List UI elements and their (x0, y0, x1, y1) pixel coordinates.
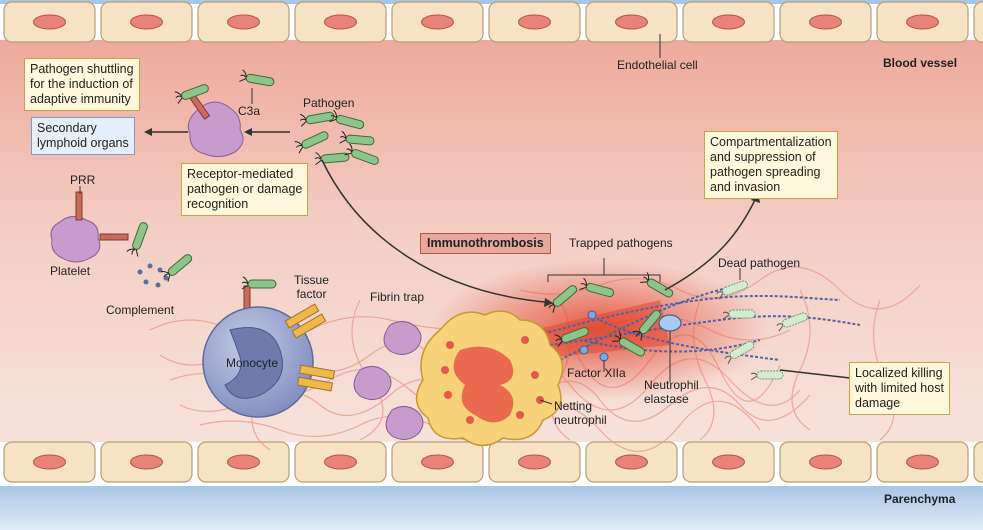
box-pathogen-shuttling: Pathogen shuttling for the induction of … (24, 58, 140, 111)
label-blood-vessel: Blood vessel (883, 56, 958, 70)
leader-lines (79, 34, 741, 405)
endothelial-nucleus (33, 454, 66, 470)
parenchyma-region (0, 486, 983, 530)
endothelial-nucleus (324, 454, 357, 470)
neutrophil-nucleus (453, 346, 514, 423)
endothelial-nucleus (421, 454, 454, 470)
endothelial-nucleus (130, 14, 163, 30)
endothelial-nucleus (421, 14, 454, 30)
label-endothelial-cell: Endothelial cell (617, 58, 698, 72)
label-platelet: Platelet (50, 264, 91, 278)
platelet-2 (353, 366, 392, 400)
flow-arrows (152, 131, 851, 379)
endothelial-nucleus (906, 454, 939, 470)
label-monocyte: Monocyte (226, 356, 279, 370)
endothelial-nucleus (518, 454, 551, 470)
endothelial-nucleus (518, 14, 551, 30)
endothelium-top (3, 1, 983, 43)
platelet-3 (385, 406, 424, 440)
endothelial-nucleus (906, 14, 939, 30)
endothelial-nucleus (324, 14, 357, 30)
monocyte-nucleus (224, 327, 283, 399)
box-receptor-recognition: Receptor-mediated pathogen or damage rec… (181, 163, 309, 216)
label-dead-pathogen: Dead pathogen (718, 256, 801, 270)
net-dna-strands (499, 284, 861, 361)
label-tissue-factor: Tissue factor (294, 273, 329, 301)
complement-dots (137, 263, 169, 288)
endothelial-nucleus (712, 454, 745, 470)
box-compartmentalization: Compartmentalization and suppression of … (704, 131, 838, 199)
label-trapped-pathogens: Trapped pathogens (569, 236, 673, 250)
endothelial-nucleus (712, 14, 745, 30)
neutrophil-elastase-mark (658, 314, 682, 332)
platelet-1 (383, 321, 422, 355)
endothelium-bottom (3, 441, 983, 483)
endothelial-nucleus (809, 14, 842, 30)
label-complement: Complement (106, 303, 175, 317)
endothelial-nucleus (130, 454, 163, 470)
label-prr: PRR (70, 173, 96, 187)
box-localized-killing: Localized killing with limited host dama… (849, 362, 950, 415)
label-parenchyma: Parenchyma (884, 492, 956, 506)
endothelial-nucleus (615, 454, 648, 470)
label-pathogen: Pathogen (303, 96, 355, 110)
label-neutrophil-elastase: Neutrophil elastase (644, 378, 699, 406)
box-secondary-lymphoid-organs: Secondary lymphoid organs (31, 117, 135, 155)
box-immunothrombosis: Immunothrombosis (420, 233, 551, 254)
label-netting-neutrophil: Netting neutrophil (554, 399, 607, 427)
endothelial-cell (973, 441, 983, 483)
endothelial-cell (973, 1, 983, 43)
endothelial-nucleus (615, 14, 648, 30)
endothelial-nucleus (809, 454, 842, 470)
platelet (50, 216, 101, 263)
endothelial-nucleus (33, 14, 66, 30)
endothelial-nucleus (227, 14, 260, 30)
label-factor-xiia: Factor XIIa (567, 366, 626, 380)
endothelial-nucleus (227, 454, 260, 470)
label-fibrin-trap: Fibrin trap (370, 290, 425, 304)
label-c3a: C3a (238, 104, 261, 118)
